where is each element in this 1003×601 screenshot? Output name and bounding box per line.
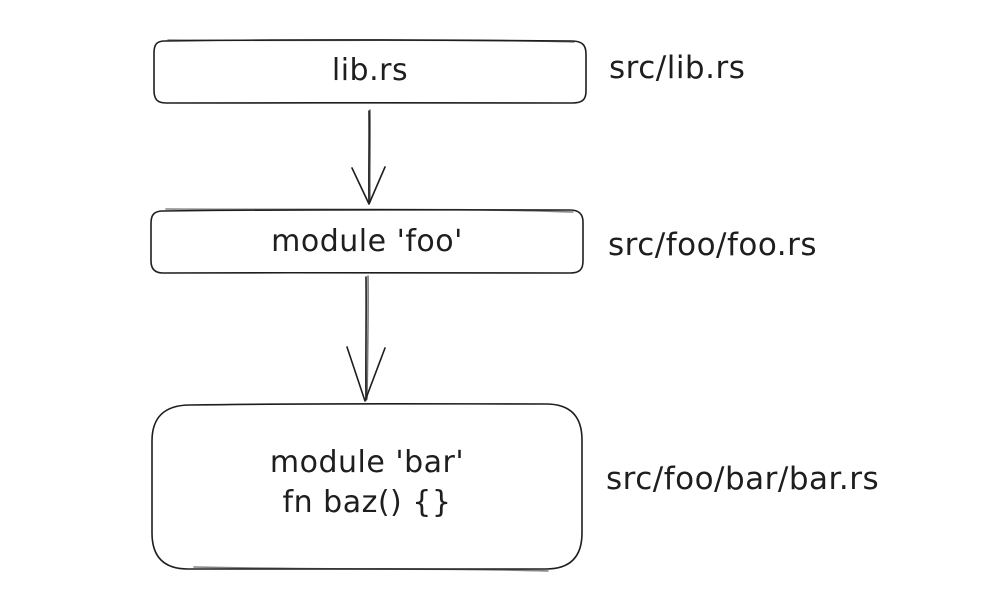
edge-lib-to-foo — [351, 109, 386, 205]
edge-foo-to-bar — [346, 275, 386, 402]
node-bar-label: module 'bar' fn baz() {} — [152, 443, 582, 523]
node-bar-path: src/foo/bar/bar.rs — [606, 461, 880, 497]
node-bar-line-1: module 'bar' — [269, 445, 465, 480]
node-bar-line-2: fn baz() {} — [282, 485, 452, 520]
node-lib-shape — [153, 39, 587, 105]
node-lib-label: lib.rs — [154, 51, 586, 91]
node-foo-line-1: module 'foo' — [271, 224, 463, 259]
node-foo-path: src/foo/foo.rs — [608, 227, 818, 263]
node-foo-shape — [150, 208, 584, 275]
node-lib-path: src/lib.rs — [609, 50, 746, 86]
node-bar-shape — [151, 402, 583, 572]
node-lib-line-1: lib.rs — [331, 53, 409, 88]
node-foo-label: module 'foo' — [151, 222, 583, 262]
